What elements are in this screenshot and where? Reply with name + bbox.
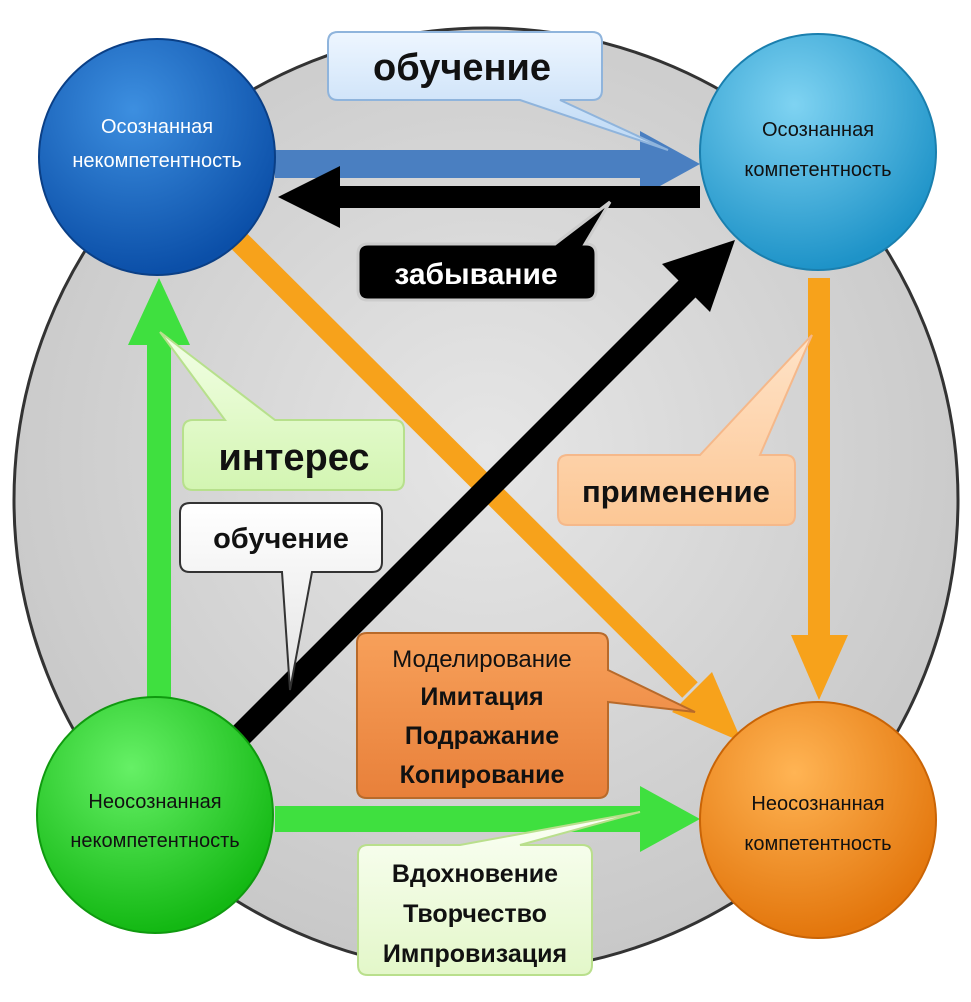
callout-learning-left: обучение [179,502,383,691]
callout-modeling-line3: Подражание [405,722,559,750]
callout-modeling-line2: Имитация [420,683,543,711]
node-conscious-competence-line2: компетентность [744,159,891,181]
callout-interest-text: интерес [218,437,369,479]
callout-modeling-line1: Моделирование [392,646,572,673]
callout-modeling-line4: Копирование [400,761,565,789]
node-unconscious-incompetence-line1: Неосознанная [88,791,221,813]
callout-modeling: Моделирование Имитация Подражание Копиро… [356,632,696,799]
node-unconscious-competence: Неосознанная компетентность [699,701,937,939]
orange-diagonal-arrow [230,232,742,742]
callout-forgetting: забывание [356,200,612,302]
node-unconscious-competence-line1: Неосознанная [751,793,884,815]
node-conscious-incompetence: Осознанная некомпетентность [38,38,276,276]
callout-inspiration: Вдохновение Творчество Импровизация [357,811,641,976]
callout-learning-top-text: обучение [373,47,551,89]
green-vertical-arrow [128,278,190,710]
callout-learning-left-text: обучение [213,523,349,555]
callout-learning-top: обучение [327,31,669,151]
orange-vertical-arrow [791,278,848,700]
node-unconscious-incompetence: Неосознанная некомпетентность [36,696,274,934]
callout-forgetting-text: забывание [394,258,557,291]
callout-inspiration-line1: Вдохновение [392,860,558,888]
node-unconscious-incompetence-line2: некомпетентность [70,830,239,852]
node-conscious-competence-line1: Осознанная [762,119,874,141]
node-conscious-incompetence-line1: Осознанная [101,116,213,138]
callout-application-text: применение [582,474,770,509]
node-conscious-incompetence-line2: некомпетентность [72,150,241,172]
black-diagonal-arrow [229,240,735,747]
green-horizontal-arrow [275,786,700,852]
callout-interest: интерес [159,331,405,491]
callout-inspiration-line3: Импровизация [383,940,567,968]
node-unconscious-competence-line2: компетентность [744,833,891,855]
callout-inspiration-line2: Творчество [403,900,547,928]
node-conscious-competence: Осознанная компетентность [699,33,937,271]
callout-application: применение [557,334,813,526]
